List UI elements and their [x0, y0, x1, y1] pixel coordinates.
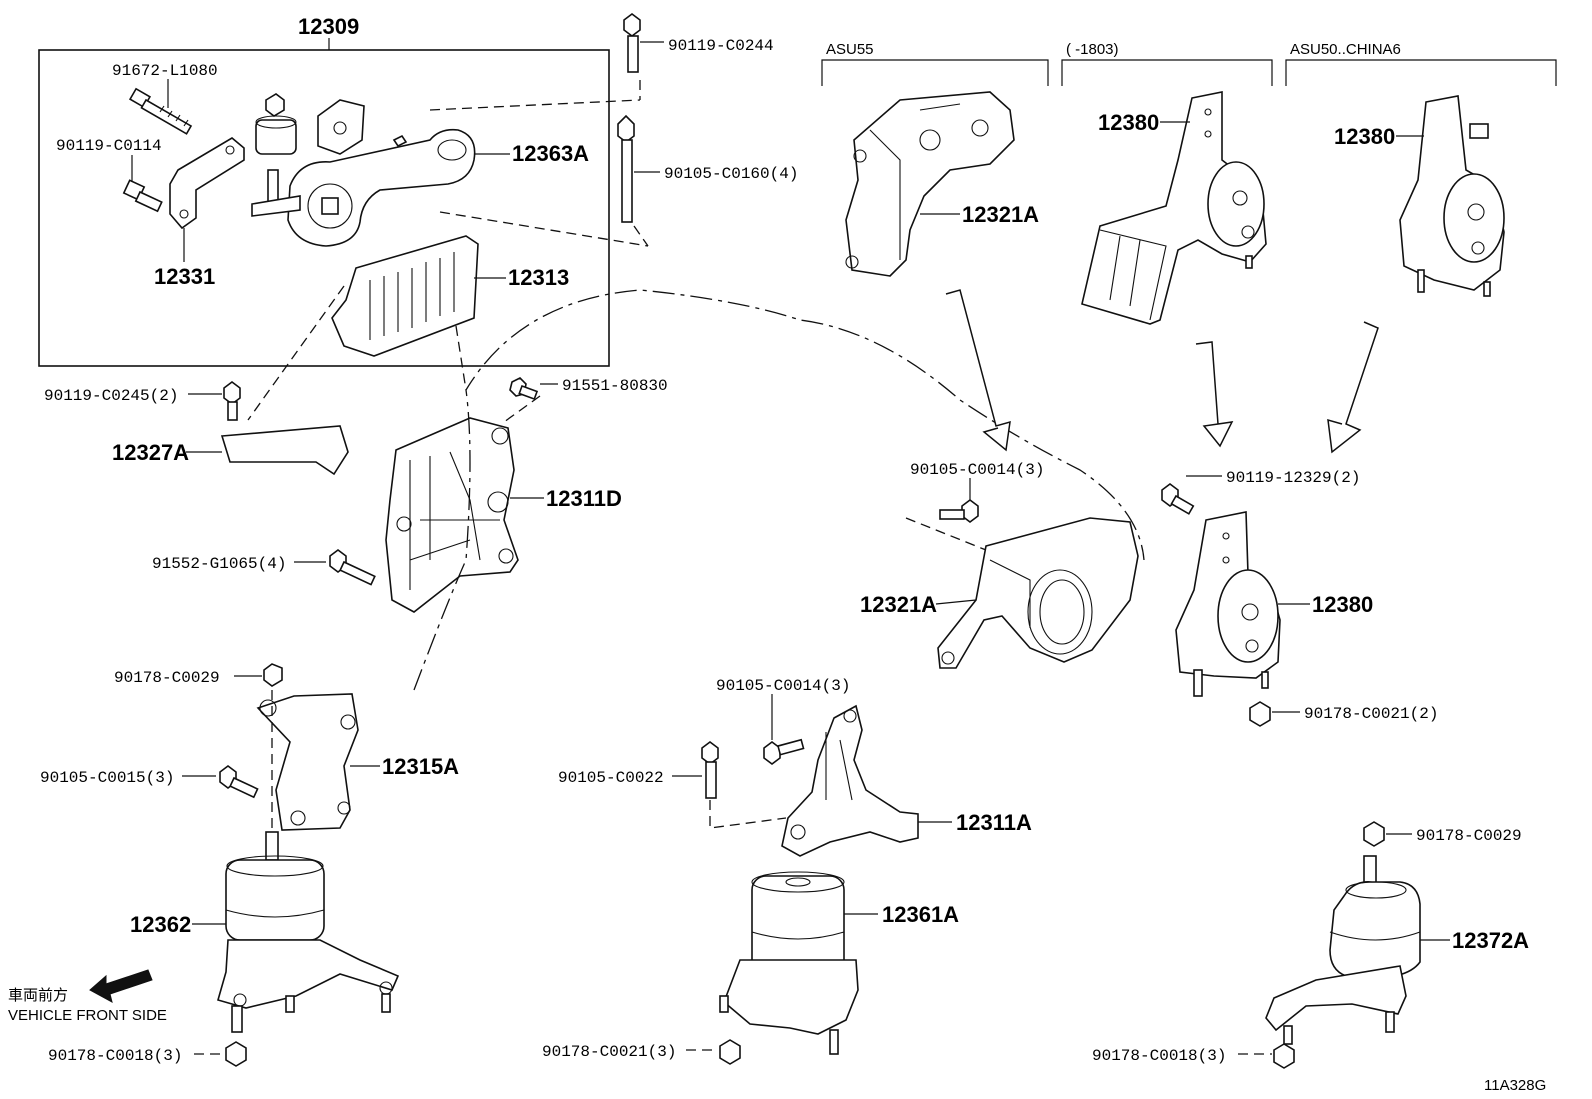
- nut-icon: [265, 93, 285, 117]
- nut-90178-C0021-middle-icon: [719, 1039, 741, 1065]
- arrow-asu55-icon: [945, 289, 1011, 452]
- section-china: ASU50..CHINA6: [1290, 41, 1401, 58]
- nut-90178-C0018-left-icon: [225, 1041, 247, 1067]
- bolt-90119-C0244-icon: [623, 13, 641, 73]
- arrow-china-icon: [1327, 321, 1379, 454]
- front-side-en: VEHICLE FRONT SIDE: [8, 1007, 167, 1024]
- label-12321A-top[interactable]: 12321A: [962, 202, 1039, 227]
- bracket-12327A-icon: [220, 425, 349, 476]
- bracket-12331-icon: [169, 137, 245, 230]
- label-12361A[interactable]: 12361A: [882, 902, 959, 927]
- label-12311A[interactable]: 12311A: [956, 810, 1032, 835]
- mount-12380-a-icon: [1081, 91, 1267, 325]
- bolt-90105-C0022-icon: [701, 741, 719, 799]
- label-90105-C0014-upper[interactable]: 90105-C0014(3): [910, 461, 1044, 479]
- label-90105-C0022[interactable]: 90105-C0022: [558, 769, 664, 787]
- bolt-90105-C0014-lower-icon: [763, 738, 805, 765]
- label-12321A-mid[interactable]: 12321A: [860, 592, 937, 617]
- label-91672-L1080[interactable]: 91672-L1080: [112, 62, 218, 80]
- label-12380-a[interactable]: 12380: [1098, 110, 1159, 135]
- label-90178-C0029-right[interactable]: 90178-C0029: [1416, 827, 1522, 845]
- bracket-12311D-icon: [385, 417, 519, 613]
- label-12313[interactable]: 12313: [508, 265, 569, 290]
- label-91552-G1065[interactable]: 91552-G1065(4): [152, 555, 286, 573]
- label-90119-C0245[interactable]: 90119-C0245(2): [44, 387, 178, 405]
- assembly-box: [38, 49, 610, 367]
- bolt-91551-80830-icon: [509, 377, 539, 401]
- mount-12372A-icon: [1265, 855, 1421, 1045]
- bolt-90119-C0245-icon: [223, 381, 241, 421]
- nut-90178-C0029-right-icon: [1363, 821, 1385, 847]
- label-12363A[interactable]: 12363A: [512, 141, 589, 166]
- bolt-90105-C0160-icon: [617, 114, 635, 223]
- label-12372A[interactable]: 12372A: [1452, 928, 1529, 953]
- assembly-12309-group: 12309 91672-L1080 90119-C0114 12331: [38, 14, 649, 421]
- nut-90178-C0021-right-icon: [1249, 701, 1271, 727]
- nut-90178-C0018-right-icon: [1273, 1043, 1295, 1069]
- label-90178-C0018-left[interactable]: 90178-C0018(3): [48, 1047, 182, 1065]
- label-90178-C0018-right[interactable]: 90178-C0018(3): [1092, 1047, 1226, 1065]
- plate-icon: [317, 99, 365, 155]
- bolt-90105-C0015-icon: [219, 765, 259, 799]
- mount-12380-b-icon: [1399, 95, 1505, 297]
- section-date-range: ( -1803): [1066, 41, 1119, 58]
- label-90178-C0021-middle[interactable]: 90178-C0021(3): [542, 1043, 676, 1061]
- label-90105-C0014-lower[interactable]: 90105-C0014(3): [716, 677, 850, 695]
- bracket-12315A-icon: [256, 693, 359, 831]
- label-90178-C0029-left[interactable]: 90178-C0029: [114, 669, 220, 687]
- front-side-jp: 車両前方: [8, 987, 68, 1004]
- label-90105-C0015[interactable]: 90105-C0015(3): [40, 769, 174, 787]
- bracket-12321A-top-icon: [845, 91, 1015, 277]
- bolt-90105-C0014-upper-icon: [939, 499, 979, 523]
- label-12311D[interactable]: 12311D: [546, 486, 622, 511]
- bracket-12313-icon: [331, 235, 479, 357]
- label-12362[interactable]: 12362: [130, 912, 191, 937]
- label-12380-c[interactable]: 12380: [1312, 592, 1373, 617]
- bolt-91672-L1080-icon: [128, 87, 193, 135]
- label-90119-12329[interactable]: 90119-12329(2): [1226, 469, 1360, 487]
- front-direction-arrow-icon: [89, 969, 153, 1003]
- engine-outline: [413, 289, 1145, 691]
- bolt-91552-G1065-icon: [329, 549, 376, 586]
- label-90119-C0114[interactable]: 90119-C0114: [56, 137, 162, 155]
- bolt-90119-C0114-icon: [122, 179, 163, 213]
- variants-section: ASU55 ( -1803) ASU50..CHINA6: [821, 41, 1557, 86]
- bolt-90119-12329-icon: [1161, 483, 1195, 515]
- nut-90178-C0029-icon: [263, 663, 283, 687]
- bracket-12321A-mid-icon: [937, 517, 1139, 669]
- arrow-date-icon: [1195, 341, 1234, 448]
- drawing-code: 11A328G: [1484, 1077, 1546, 1094]
- label-12315A[interactable]: 12315A: [382, 754, 459, 779]
- label-12331[interactable]: 12331: [154, 264, 215, 289]
- torque-rod-12363A-icon: [251, 128, 476, 247]
- label-91551-80830[interactable]: 91551-80830: [562, 377, 668, 395]
- mount-12380-c-icon: [1175, 511, 1281, 697]
- bushing-icon: [255, 119, 297, 155]
- label-90105-C0160[interactable]: 90105-C0160(4): [664, 165, 798, 183]
- small-screw-icon: [392, 134, 408, 148]
- label-12309[interactable]: 12309: [298, 14, 359, 39]
- label-12327A[interactable]: 12327A: [112, 440, 189, 465]
- bracket-12311A-icon: [781, 704, 919, 857]
- section-asu55: ASU55: [826, 41, 874, 58]
- label-12380-b[interactable]: 12380: [1334, 124, 1395, 149]
- mount-12361A-icon: [719, 871, 859, 1055]
- label-90119-C0244[interactable]: 90119-C0244: [668, 37, 774, 55]
- mount-12362-icon: [217, 831, 400, 1033]
- label-90178-C0021-right[interactable]: 90178-C0021(2): [1304, 705, 1438, 723]
